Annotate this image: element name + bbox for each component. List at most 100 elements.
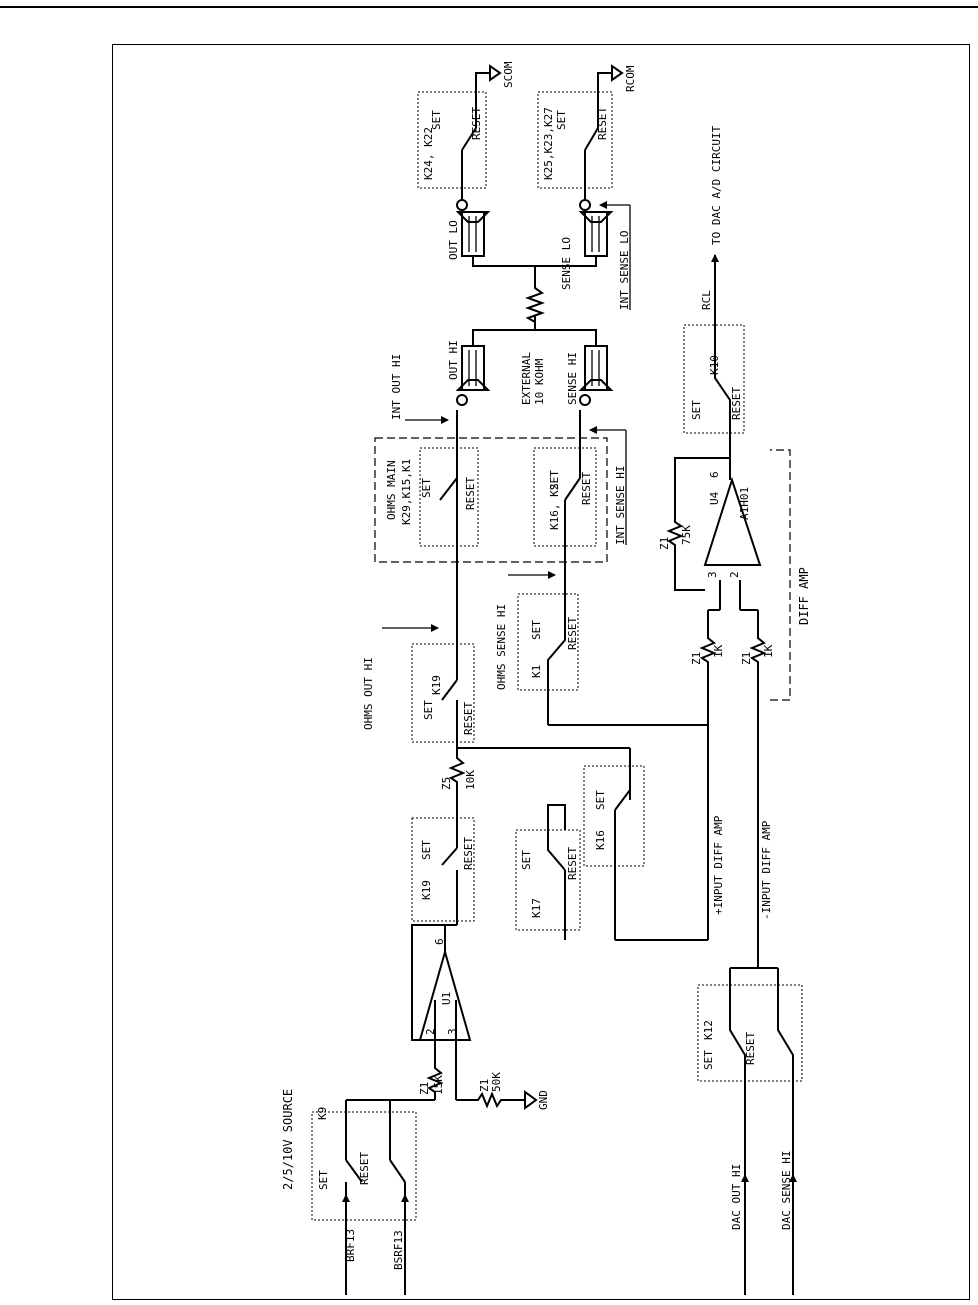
out-lo-label: OUT LO [447,220,460,260]
diff-amp-label: DIFF AMP [797,567,811,625]
int-out-hi-label: INT OUT HI [390,354,403,420]
z5-label-b: 10K [464,770,477,790]
k25-blade [584,127,599,151]
k1-label: K1 [530,665,543,678]
u1-label: U1 [440,992,453,1005]
k1-set: SET [530,620,543,640]
sense-lo-terminal [579,199,591,211]
page-top-rule [0,6,978,8]
k10-switch [714,310,731,458]
u4-part: A1H01 [738,487,751,520]
k24k22-set: SET [430,110,443,130]
gnd-symbol [524,1090,538,1110]
ohms-main-blade [439,477,458,501]
ohms-main-group [374,437,608,563]
figure-frame [112,44,970,1300]
u4-label: U4 [708,491,721,505]
plus-input-label: +INPUT DIFF AMP [712,815,725,915]
u4-feedback-bottom [674,550,705,591]
k12-switch-b [777,968,794,1175]
u1-pin2: 2 [424,1028,437,1035]
figure-title: 2/5/10V SOURCE [281,1089,295,1190]
k16k2-set: SET [548,470,561,490]
u4-pin6: 6 [708,471,721,478]
k12-switch-a [729,968,746,1175]
ohms-out-hi-label: OHMS OUT HI [362,657,375,730]
int-sense-lo-label: INT SENSE LO [618,231,631,310]
int-sense-hi-label: INT SENSE HI [614,466,627,545]
k25k23k27-set: SET [555,110,568,130]
ohms-main-set: SET [420,478,433,498]
k9-set-label: SET [317,1170,330,1190]
sense-lo-flange [578,211,614,223]
k9-reset-label: RESET [358,1152,371,1185]
scom-wire [475,72,490,128]
rcom-label: RCOM [624,65,637,92]
k16-lower-label: K16 [594,830,607,850]
k25k23k27-reset: RESET [596,107,609,140]
k9-blade-b [389,1159,406,1183]
k12-set: SET [702,1050,715,1070]
k19-upper-label: K19 [430,675,443,695]
z1-50k-label-b: 50K [490,1072,503,1092]
sense-hi-label: SENSE HI [566,352,579,405]
u4-pin3: 3 [706,571,719,578]
k16k2-reset: RESET [580,472,593,505]
ohms-main-reset: RESET [464,477,477,510]
z1-15k-label-a: Z1 [418,1082,431,1095]
z1-50k-label-a: Z1 [478,1079,491,1092]
u1-feedback [411,924,457,1041]
dac-out-hi-label: DAC OUT HI [730,1164,743,1230]
k19-lower-reset: RESET [462,837,475,870]
rcom-symbol [611,64,624,82]
k25k23k27-label: K25,K23,K27 [542,107,555,180]
k9-relay-box [311,1111,417,1221]
k10-reset: RESET [730,387,743,420]
k19-upper-reset: RESET [462,702,475,735]
k17-link [547,804,566,832]
z1-1k-plus-a: Z1 [690,652,703,665]
k12-label: K12 [702,1020,715,1040]
to-dac-label: TO DAC A/D CIRCUIT [710,125,723,245]
bsrf13-label: BSRF13 [392,1230,405,1270]
u1-opamp [418,948,472,1041]
z1-75k-a: Z1 [658,537,671,550]
k17-set: SET [520,850,533,870]
z5-resistor [448,748,466,790]
brf13-label: BRF13 [344,1229,357,1262]
minus-input-label: -INPUT DIFF AMP [760,820,773,920]
ohms-main-relay-box [419,447,479,547]
k24k22-blade [461,127,477,151]
resistor-to-out-lo [472,256,536,280]
out-lo-terminal [456,199,468,211]
k25k23k27-box [537,91,613,189]
k16-lower-set: SET [594,790,607,810]
u4-pin2: 2 [728,571,741,578]
resistor-to-sense-lo [535,256,597,267]
sense-hi-terminal [579,394,591,406]
z1-75k-resistor [666,457,730,550]
diff-amp-bracket [770,449,791,701]
z1-75k-b: 75K [680,525,693,545]
ohms-sense-hi-label: OHMS SENSE HI [495,604,508,690]
k16k2-blade [564,477,581,501]
z1-15k-label-b: 15K [432,1075,445,1095]
k19-lower-box [411,817,475,922]
k24k22-box [417,91,487,189]
z1-1k-plus-b: 1K [712,644,725,658]
k19-upper-blade [441,679,458,701]
external-label-b: 10 KOHM [533,358,546,405]
external-10k-resistor [525,280,545,330]
k12-reset: RESET [744,1032,757,1065]
k19-lower-blade [441,847,458,866]
k17-blade [547,832,566,871]
k1-switch [547,560,566,725]
rcl-label: RCL [700,290,713,310]
k19-upper-set: SET [422,700,435,720]
z1-1k-minus-a: Z1 [740,652,753,665]
out-lo-flange [455,211,491,223]
k16-lower-blade [614,789,631,811]
k12-box [697,984,803,1082]
z1-50k-resistor [470,1091,525,1109]
z1-1k-minus-resistor [749,610,767,670]
